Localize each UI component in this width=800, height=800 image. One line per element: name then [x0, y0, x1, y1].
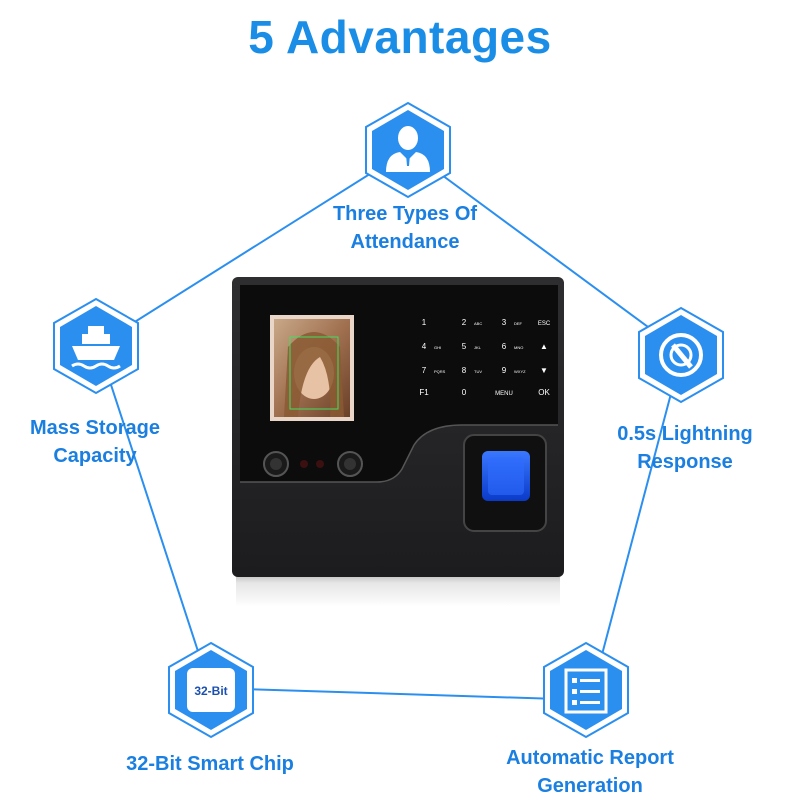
- keypad-key: 8: [462, 366, 467, 375]
- label-attendance: Three Types Of Attendance: [285, 200, 525, 256]
- report-list-icon: [564, 668, 608, 714]
- keypad-key: ▲: [540, 342, 548, 351]
- keypad-key: 7: [422, 366, 427, 375]
- label-line: Three Types Of: [332, 203, 478, 225]
- keypad-key: 2: [462, 318, 467, 327]
- keypad-key: ▼: [540, 366, 548, 375]
- keypad-key-sub: TUV: [474, 369, 482, 374]
- keypad-key: 4: [422, 342, 427, 351]
- label-line: Response: [637, 451, 733, 473]
- lightning-icon: [659, 333, 703, 377]
- keypad-key: MENU: [495, 391, 513, 397]
- label-line: 0.5s Lightning: [617, 423, 753, 445]
- keypad-key: ESC: [538, 321, 551, 327]
- hex-lightning: [638, 306, 724, 404]
- keypad-key: 3: [502, 318, 507, 327]
- keypad-key: 9: [502, 366, 507, 375]
- keypad: 1 2 ABC 3 DEF ESC 4 GHI 5 JKL 6 MNO ▲ 7 PQRS 8 TUV 9 WXYZ ▼…: [419, 318, 551, 397]
- keypad-key: F1: [419, 388, 429, 397]
- chip-text: 32-Bit: [194, 684, 227, 698]
- keypad-key: 5: [462, 342, 467, 351]
- label-report: Automatic Report Generation: [470, 744, 710, 800]
- keypad-key-sub: PQRS: [434, 369, 446, 374]
- keypad-key: 1: [422, 318, 427, 327]
- keypad-key-sub: WXYZ: [514, 369, 526, 374]
- chip-icon: 32-Bit: [187, 668, 235, 712]
- label-line: 32-Bit Smart Chip: [126, 753, 294, 775]
- hex-attendance: [365, 101, 451, 199]
- hex-chip: 32-Bit: [168, 641, 254, 739]
- keypad-key-sub: GHI: [434, 345, 441, 350]
- label-line: Attendance: [350, 231, 460, 253]
- label-line: Generation: [537, 775, 643, 797]
- label-storage: Mass Storage Capacity: [10, 414, 180, 470]
- keypad-key-sub: DEF: [514, 321, 523, 326]
- keypad-key: OK: [538, 388, 550, 397]
- attendance-device: 1 2 ABC 3 DEF ESC 4 GHI 5 JKL 6 MNO ▲ 7 PQRS 8 TUV 9 WXYZ ▼…: [232, 277, 564, 607]
- keypad-key-sub: MNO: [514, 345, 523, 350]
- ship-icon: [71, 326, 121, 370]
- label-line: Mass Storage: [29, 417, 161, 439]
- hex-report: [543, 641, 629, 739]
- keypad-key-sub: ABC: [474, 321, 482, 326]
- keypad-key-sub: JKL: [474, 345, 482, 350]
- label-lightning: 0.5s Lightning Response: [590, 420, 780, 476]
- keypad-key: 0: [462, 388, 467, 397]
- label-chip: 32-Bit Smart Chip: [90, 750, 330, 778]
- keypad-key: 6: [502, 342, 507, 351]
- label-line: Automatic Report: [506, 747, 674, 769]
- label-line: Capacity: [53, 445, 137, 467]
- page-title: 5 Advantages: [248, 11, 552, 63]
- person-icon: [386, 126, 430, 172]
- hex-storage: [53, 297, 139, 395]
